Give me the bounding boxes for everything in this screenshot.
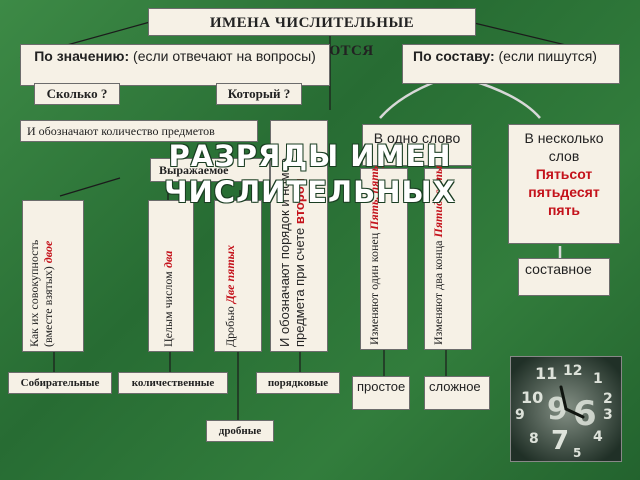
expressed-label: Выражаемое xyxy=(159,163,229,177)
numbers-clock-icon: 11 12 1 10 2 9 3 8 4 7 5 9 6 xyxy=(510,356,622,462)
bottom-simple: простое xyxy=(352,376,410,410)
column-whole-content: Целым числом два xyxy=(161,207,176,347)
compound-box: составное xyxy=(518,258,610,296)
bottom-ordinal-label: порядковые xyxy=(267,377,329,389)
quantity-note-box: И обозначают количество предметов xyxy=(20,120,258,142)
svg-text:1: 1 xyxy=(593,371,603,387)
question-which: Который ? xyxy=(216,83,302,105)
svg-text:11: 11 xyxy=(535,364,557,383)
column-collective: Как их совокупность (вместе взятых) двое xyxy=(22,200,84,352)
overlay-title-line1: РАЗРЯДЫ ИМЕН xyxy=(168,139,452,173)
column-fraction-text: Дробью xyxy=(223,306,237,347)
svg-text:12: 12 xyxy=(563,363,582,379)
multi-word-box: В несколько слов Пятьсот пятьдесят пять xyxy=(508,124,620,244)
quantity-note: И обозначают количество предметов xyxy=(27,124,215,138)
by-composition-label: По составу: xyxy=(413,48,495,64)
bottom-collective-label: Собирательные xyxy=(20,377,100,389)
svg-text:9: 9 xyxy=(515,407,525,423)
column-two-words: Изменяют два конца Пятидесятый xyxy=(424,159,472,350)
single-word-label: В одно слово xyxy=(373,130,461,146)
column-whole: Целым числом два xyxy=(148,200,194,352)
column-one-word: Изменяют один конец Пять, пятый xyxy=(360,156,408,350)
column-whole-example: два xyxy=(161,250,175,269)
svg-text:5: 5 xyxy=(573,446,581,460)
bottom-complex-label: сложное xyxy=(429,379,481,394)
column-two-words-text: Изменяют два конца xyxy=(431,240,445,345)
question-how-many-label: Сколько ? xyxy=(46,86,108,101)
multi-word-example: Пятьсот пятьдесят пять xyxy=(528,166,600,218)
overlay-title: РАЗРЯДЫ ИМЕН ЧИСЛИТЕЛЬНЫХ xyxy=(160,138,460,210)
column-collective-example: двое xyxy=(41,240,55,264)
svg-text:2: 2 xyxy=(603,391,613,407)
column-fraction-example: Две пятых xyxy=(223,245,237,304)
svg-text:4: 4 xyxy=(593,429,603,445)
bottom-fractional: дробные xyxy=(206,420,274,442)
svg-text:3: 3 xyxy=(603,407,613,423)
bottom-fractional-label: дробные xyxy=(218,425,262,437)
column-collective-content: Как их совокупность (вместе взятых) двое xyxy=(27,207,55,347)
by-meaning-label: По значению: xyxy=(34,48,130,64)
bottom-quantitative-label: количественные xyxy=(131,377,215,389)
bottom-collective: Собирательные xyxy=(8,372,112,394)
by-composition-note: (если пишутся) xyxy=(498,48,597,64)
expressed-box: Выражаемое xyxy=(150,158,270,182)
svg-text:6: 6 xyxy=(573,394,597,434)
header-box: ИМЕНА ЧИСЛИТЕЛЬНЫЕ РАЗЛИЧАЮТСЯ xyxy=(148,8,476,59)
column-one-word-text: Изменяют один конец xyxy=(367,232,381,345)
by-meaning-note: (если отвечают на вопросы) xyxy=(133,48,316,64)
multi-word-label: В несколько слов xyxy=(524,130,604,164)
question-which-label: Который ? xyxy=(227,86,291,101)
compound-label: составное xyxy=(525,261,592,277)
by-meaning-box: По значению: (если отвечают на вопросы) xyxy=(20,44,330,86)
by-composition-box: По составу: (если пишутся) xyxy=(402,44,620,84)
svg-text:10: 10 xyxy=(521,388,543,407)
column-whole-text: Целым числом xyxy=(161,271,175,347)
column-ordinal: И обозначают порядок и номер предмета пр… xyxy=(270,120,328,352)
svg-text:8: 8 xyxy=(529,431,539,447)
column-fraction-content: Дробью Две пятых xyxy=(223,207,237,347)
svg-text:7: 7 xyxy=(551,426,569,456)
bottom-quantitative: количественные xyxy=(118,372,228,394)
bottom-complex: сложное xyxy=(424,376,490,410)
question-how-many: Сколько ? xyxy=(34,83,120,105)
single-word-box: В одно слово xyxy=(362,124,472,166)
column-fraction: Дробью Две пятых xyxy=(214,200,262,352)
overlay-title-line2: ЧИСЛИТЕЛЬНЫХ xyxy=(164,175,456,209)
bottom-simple-label: простое xyxy=(357,379,406,394)
bottom-ordinal: порядковые xyxy=(256,372,340,394)
